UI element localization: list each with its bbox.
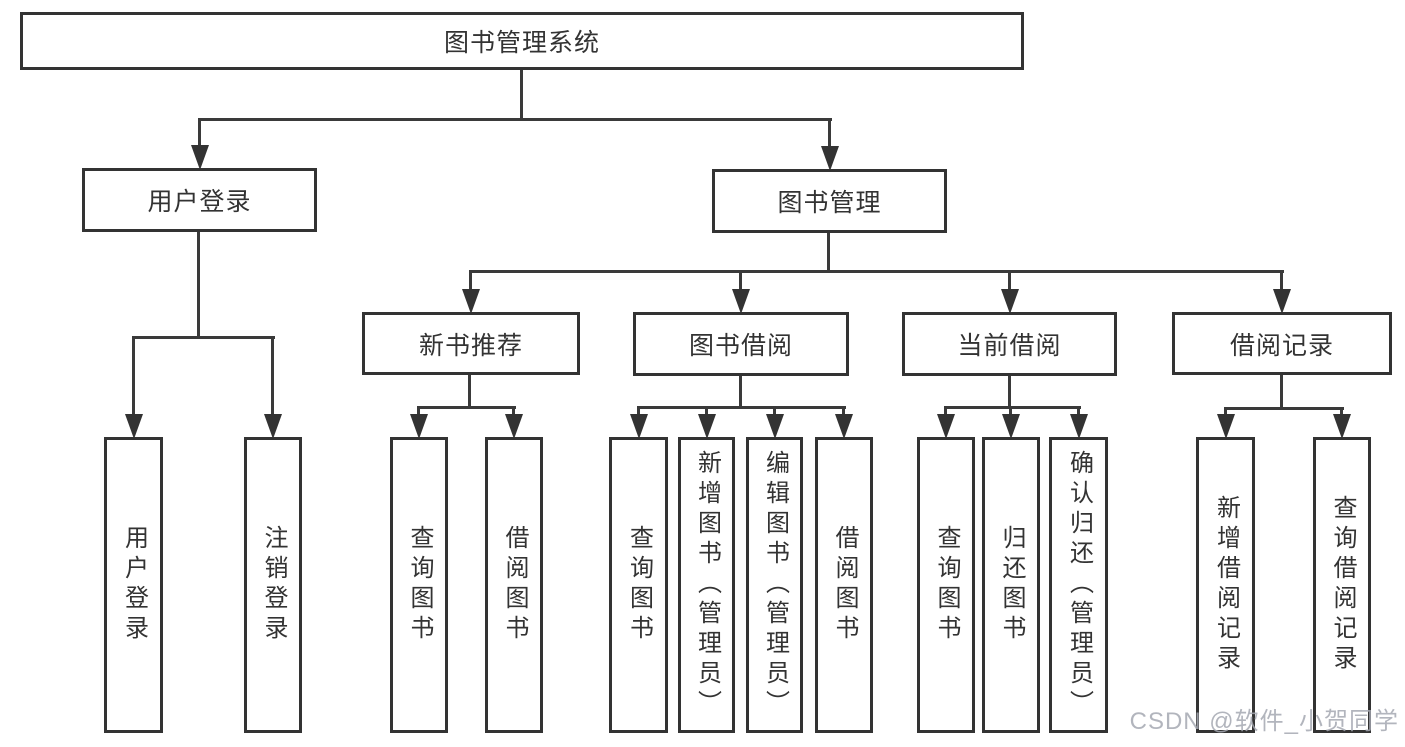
connector-line	[1076, 406, 1080, 419]
node-logout: 注销登录	[244, 437, 302, 733]
arrowhead-icon	[732, 289, 750, 314]
arrowhead-icon	[1000, 289, 1019, 314]
arrowhead-icon	[697, 414, 716, 439]
connector-line	[944, 406, 1081, 409]
node-bw-edit: 编辑图书（管理员）	[746, 437, 803, 733]
arrowhead-icon	[505, 414, 523, 439]
arrowhead-icon	[820, 146, 839, 171]
node-bw-query: 查询图书	[609, 437, 668, 733]
connector-line	[469, 270, 472, 294]
arrowhead-icon	[1069, 414, 1088, 439]
node-label-bw-add: 新增图书（管理员）	[693, 450, 721, 720]
node-label-logout: 注销登录	[260, 525, 287, 645]
arrowhead-icon	[629, 414, 648, 439]
node-label-user-login: 用户登录	[120, 525, 148, 645]
connector-line	[842, 406, 845, 419]
connector-line	[131, 336, 275, 339]
node-newbook: 新书推荐	[362, 312, 580, 375]
node-nb-query: 查询图书	[390, 437, 448, 733]
connector-line	[1009, 406, 1012, 419]
arrowhead-icon	[410, 414, 428, 439]
arrowhead-icon	[1273, 289, 1291, 314]
node-cu-return: 归还图书	[982, 437, 1040, 733]
connector-line	[417, 406, 420, 419]
connector-line	[944, 406, 947, 419]
node-login: 用户登录	[82, 168, 317, 232]
connector-line	[739, 376, 742, 409]
node-label-newbook: 新书推荐	[418, 331, 523, 360]
connector-line	[636, 406, 846, 409]
connector-line	[704, 406, 708, 419]
node-label-borrow: 图书借阅	[688, 332, 793, 360]
connector-line	[1280, 375, 1283, 410]
connector-line	[827, 233, 830, 273]
arrowhead-icon	[1333, 414, 1351, 439]
node-label-bw-edit: 编辑图书（管理员）	[761, 450, 789, 720]
node-label-cu-confirm: 确认归还（管理员）	[1065, 450, 1093, 720]
connector-line	[1007, 270, 1011, 294]
node-label-bw-query: 查询图书	[625, 525, 653, 645]
connector-line	[197, 118, 201, 150]
arrowhead-icon	[124, 414, 143, 439]
node-label-mgmt: 图书管理	[777, 189, 882, 217]
node-label-current: 当前借阅	[957, 332, 1062, 360]
node-nb-borrow: 借阅图书	[485, 437, 543, 733]
arrowhead-icon	[835, 414, 853, 439]
connector-line	[271, 336, 274, 419]
node-label-cu-query: 查询图书	[933, 525, 960, 645]
arrowhead-icon	[937, 414, 955, 439]
watermark: CSDN @软件_小贺同学	[1129, 708, 1399, 735]
node-label-root: 图书管理系统	[443, 29, 600, 57]
node-rec-add: 新增借阅记录	[1196, 437, 1255, 733]
node-records: 借阅记录	[1172, 312, 1392, 375]
connector-line	[417, 406, 516, 409]
connector-line	[827, 118, 831, 151]
node-user-login: 用户登录	[104, 437, 163, 733]
connector-line	[468, 375, 471, 409]
arrowhead-icon	[1002, 414, 1020, 439]
connector-line	[469, 270, 1284, 273]
arrowhead-icon	[462, 289, 480, 314]
connector-line	[1223, 407, 1344, 410]
connector-line	[512, 406, 515, 419]
node-rec-query: 查询借阅记录	[1313, 437, 1371, 733]
node-cu-confirm: 确认归还（管理员）	[1049, 437, 1108, 733]
node-borrow: 图书借阅	[633, 312, 849, 376]
connector-line	[739, 270, 742, 294]
connector-line	[131, 336, 135, 419]
node-mgmt: 图书管理	[712, 169, 947, 233]
node-current: 当前借阅	[902, 312, 1117, 376]
node-label-rec-query: 查询借阅记录	[1329, 495, 1356, 675]
connector-line	[197, 232, 200, 339]
node-cu-query: 查询图书	[917, 437, 975, 733]
connector-line	[1008, 376, 1011, 409]
node-label-login: 用户登录	[147, 188, 252, 216]
node-label-records: 借阅记录	[1229, 331, 1334, 360]
node-root: 图书管理系统	[20, 12, 1024, 70]
connector-line	[197, 118, 832, 121]
node-bw-add: 新增图书（管理员）	[678, 437, 735, 733]
arrowhead-icon	[264, 414, 282, 439]
connector-line	[772, 406, 776, 419]
connector-line	[1223, 407, 1227, 419]
arrowhead-icon	[190, 145, 209, 170]
node-label-cu-return: 归还图书	[998, 525, 1025, 645]
node-label-nb-borrow: 借阅图书	[501, 525, 528, 645]
connector-line	[1280, 270, 1283, 294]
node-label-nb-query: 查询图书	[406, 525, 433, 645]
arrowhead-icon	[765, 414, 784, 439]
arrowhead-icon	[1216, 414, 1235, 439]
node-bw-borrow: 借阅图书	[815, 437, 873, 733]
connector-line	[1340, 407, 1343, 419]
node-label-rec-add: 新增借阅记录	[1212, 495, 1240, 675]
connector-line	[636, 406, 640, 419]
node-label-bw-borrow: 借阅图书	[831, 525, 858, 645]
connector-line	[520, 70, 523, 121]
